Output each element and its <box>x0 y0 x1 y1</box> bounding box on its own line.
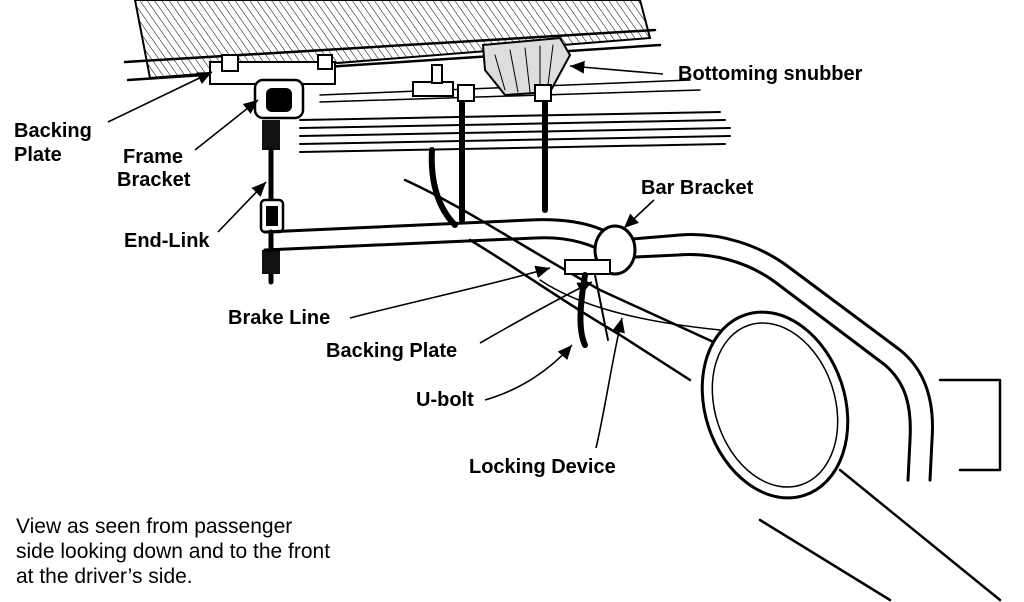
label-locking-device: Locking Device <box>469 456 616 478</box>
differential-cover <box>700 310 850 500</box>
leader-lines <box>107 60 664 449</box>
label-bar-bracket: Bar Bracket <box>641 177 754 199</box>
caption-line1: View as seen from passenger <box>16 515 292 538</box>
label-end-link: End-Link <box>124 230 210 252</box>
label-frame-bracket-line2: Bracket <box>117 169 191 191</box>
label-bottoming-snubber: Bottoming snubber <box>678 63 863 85</box>
sway-bar <box>263 218 934 482</box>
label-u-bolt: U-bolt <box>416 389 474 411</box>
bottoming-snubber <box>481 36 572 97</box>
label-brake-line: Brake Line <box>228 307 330 329</box>
label-frame-bracket-line1: Frame <box>123 146 183 168</box>
bar-bracket <box>539 224 721 348</box>
label-backing-plate-lower: Backing Plate <box>326 340 457 362</box>
end-link <box>259 120 285 285</box>
caption-line3: at the driver’s side. <box>16 565 193 588</box>
label-backing-plate-top-line2: Plate <box>14 144 62 166</box>
frame-bracket <box>209 54 336 120</box>
leaf-spring <box>299 111 731 153</box>
spring-u-bolts <box>412 64 552 228</box>
label-backing-plate-top-line1: Backing <box>14 120 92 142</box>
caption-line2: side looking down and to the front <box>16 540 330 563</box>
